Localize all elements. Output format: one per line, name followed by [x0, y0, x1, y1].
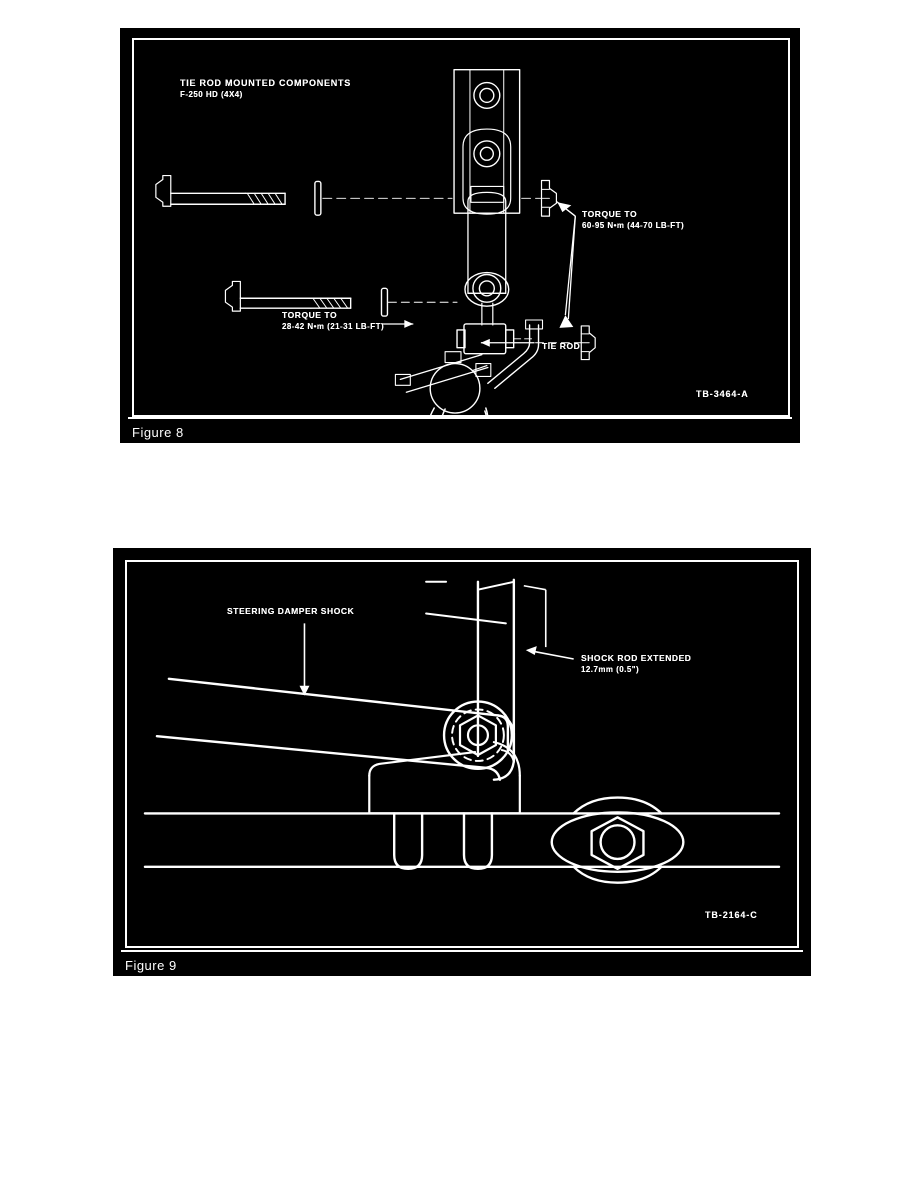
callout-shock-rod-extended-line2: 12.7mm (0.5"): [581, 665, 640, 674]
callout-torque-upper-line2: 60-95 N•m (44-70 LB-FT): [582, 221, 685, 230]
figure-8-reference-code: TB-3464-A: [696, 389, 749, 399]
figure-8-artwork-frame: TIE ROD MOUNTED COMPONENTS F-250 HD (4X4…: [132, 38, 790, 417]
figure-8-panel: TIE ROD MOUNTED COMPONENTS F-250 HD (4X4…: [120, 28, 800, 443]
figure-8-subtitle: F-250 HD (4X4): [180, 90, 243, 99]
figure-9-caption-rule: [121, 950, 803, 952]
callout-torque-lower-line1: TORQUE TO: [282, 310, 338, 320]
figure-8-title: TIE ROD MOUNTED COMPONENTS: [180, 78, 352, 88]
figure-9-reference-code: TB-2164-C: [705, 910, 758, 920]
figure-8-caption: Figure 8: [132, 424, 184, 440]
steering-damper-shock-drawing: [143, 578, 781, 884]
callout-torque-upper-line1: TORQUE TO: [582, 209, 638, 219]
figure-9-artwork-frame: STEERING DAMPER SHOCK SHOCK ROD EXTENDED…: [125, 560, 799, 948]
figure-8-caption-rule: [128, 417, 792, 419]
figure-8-caption-bar: Figure 8: [120, 417, 800, 443]
callout-tie-rod: TIE ROD: [542, 341, 581, 351]
callout-shock-rod-extended-line1: SHOCK ROD EXTENDED: [581, 653, 692, 663]
figure-9-panel: STEERING DAMPER SHOCK SHOCK ROD EXTENDED…: [113, 548, 811, 976]
callout-torque-lower-line2: 28-42 N•m (21-31 LB-FT): [282, 322, 385, 331]
figure-9-caption-bar: Figure 9: [113, 950, 811, 976]
callout-steering-damper-shock: STEERING DAMPER SHOCK: [227, 606, 355, 616]
figure-9-caption: Figure 9: [125, 957, 177, 973]
